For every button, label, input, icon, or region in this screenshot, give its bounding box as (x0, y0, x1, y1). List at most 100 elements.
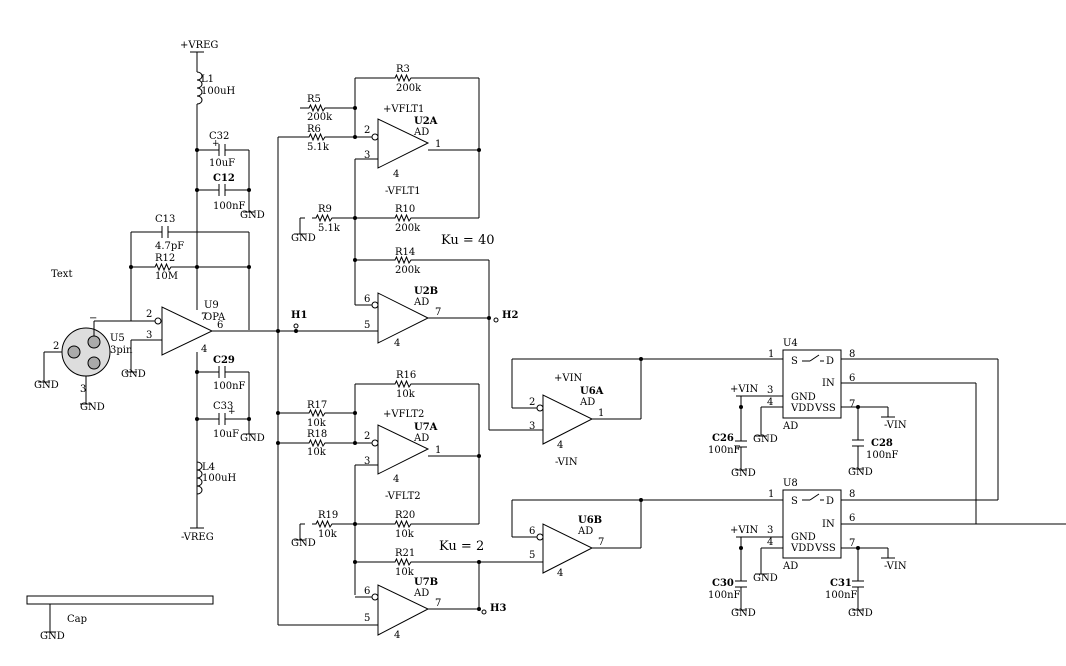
svg-text:7: 7 (598, 537, 604, 548)
R17-ref: R17 (307, 400, 327, 411)
svg-text:VSS: VSS (814, 543, 836, 554)
U2B-value: AD (413, 297, 429, 308)
svg-text:GND: GND (753, 434, 778, 445)
L1-ref: L1 (201, 74, 214, 85)
U6B-ref: U6B (578, 515, 602, 526)
opamp-U2B: 6 5 7 4 U2B AD (296, 286, 489, 349)
svg-text:4: 4 (393, 474, 399, 485)
cap-note: Cap (67, 614, 87, 625)
svg-text:GND: GND (848, 467, 873, 478)
svg-text:GND: GND (753, 573, 778, 584)
svg-text:4: 4 (394, 338, 400, 349)
svg-text:6: 6 (217, 320, 223, 331)
R12-value: 10M (155, 271, 178, 282)
svg-text:IN: IN (822, 519, 835, 530)
R14-ref: R14 (395, 247, 415, 258)
svg-text:7: 7 (201, 312, 207, 323)
svg-text:3: 3 (767, 525, 773, 536)
svg-text:GND: GND (240, 433, 265, 444)
opamp-U6B: 6 5 7 4 U6B AD (529, 515, 641, 579)
C32-value: 10uF (209, 158, 235, 169)
resistor-R19 (311, 520, 337, 528)
U2A-value: AD (413, 127, 429, 138)
U9-ref: U9 (204, 300, 219, 311)
svg-text:3: 3 (364, 456, 370, 467)
svg-text:GND: GND (731, 608, 756, 619)
opamp-U9: 2 3 6 7 4 U9 OPA (131, 300, 296, 356)
R9-value: 5.1k (318, 223, 341, 234)
svg-text:GND: GND (731, 468, 756, 479)
capacitor-C12 (211, 183, 233, 197)
vflt2-pos-label: +VFLT2 (383, 409, 424, 420)
svg-text:IN: IN (822, 378, 835, 389)
opamp-U6A: 2 3 1 4 U6A AD (529, 386, 641, 451)
R3-ref: R3 (396, 64, 410, 75)
resistor-R12 (150, 263, 176, 271)
svg-text:2: 2 (364, 431, 370, 442)
R10-ref: R10 (395, 204, 415, 215)
opamp-U7B: 6 5 7 4 U7B AD (278, 577, 479, 641)
svg-text:1: 1 (768, 489, 774, 500)
C26-ref: C26 (712, 433, 734, 444)
svg-text:GND: GND (291, 538, 316, 549)
capacitor-C28 (851, 432, 865, 454)
R19-value: 10k (318, 529, 338, 540)
svg-text:2: 2 (529, 397, 535, 408)
svg-text:+: + (228, 407, 236, 417)
resistor-R5 (304, 104, 330, 112)
opamp-U7A: 2 3 1 4 U7A AD (355, 422, 479, 485)
capacitor-C13 (154, 225, 176, 239)
svg-text:4: 4 (201, 344, 207, 355)
svg-text:D: D (826, 356, 834, 367)
resistor-R18 (304, 439, 330, 447)
inductor-L1: L1 100uH (196, 71, 236, 105)
svg-text:4: 4 (767, 397, 773, 408)
ku2-label: Ku = 2 (439, 539, 484, 554)
C29-ref: C29 (213, 355, 235, 366)
svg-text:5: 5 (364, 320, 370, 331)
C29-value: 100nF (213, 381, 246, 392)
switch-U8: U8 S D IN GND VDD VSS AD 1 8 6 3 4 7 (767, 478, 855, 572)
svg-text:GND: GND (80, 402, 105, 413)
C32-ref: C32 (209, 131, 229, 142)
C28-value: 100nF (866, 450, 899, 461)
svg-text:+VIN: +VIN (730, 525, 759, 536)
resistor-R10 (390, 214, 416, 222)
R19-ref: R19 (318, 510, 338, 521)
svg-text:GND: GND (34, 380, 59, 391)
svg-text:GND: GND (791, 392, 816, 403)
C33-value: 10uF (213, 429, 239, 440)
svg-text:7: 7 (435, 598, 441, 609)
svg-text:7: 7 (849, 399, 855, 410)
R9-ref: R9 (318, 204, 332, 215)
h1-label: H1 (291, 310, 307, 321)
svg-text:VSS: VSS (814, 403, 836, 414)
svg-text:7: 7 (849, 538, 855, 549)
C12-ref: C12 (213, 173, 235, 184)
U7A-ref: U7A (414, 422, 438, 433)
vin-neg-label-u6a: -VIN (555, 457, 578, 468)
R3-value: 200k (396, 83, 422, 94)
U4-value: AD (782, 421, 798, 432)
svg-text:S: S (791, 356, 798, 367)
R6-value: 5.1k (307, 142, 330, 153)
R20-value: 10k (395, 529, 415, 540)
C31-ref: C31 (830, 578, 852, 589)
resistor-R3 (390, 74, 416, 82)
L4-ref: L4 (202, 462, 215, 473)
C28-ref: C28 (871, 438, 893, 449)
svg-text:1: 1 (598, 408, 604, 419)
svg-text:8: 8 (849, 349, 855, 360)
C33-ref: C33 (213, 401, 233, 412)
U6B-value: AD (577, 526, 593, 537)
resistor-R9 (311, 214, 337, 222)
svg-text:2: 2 (53, 341, 59, 352)
R10-value: 200k (395, 223, 421, 234)
cap-bar (26, 595, 214, 605)
U8-value: AD (782, 561, 798, 572)
vflt2-neg-label: -VFLT2 (385, 491, 421, 502)
L1-value: 100uH (201, 86, 236, 97)
svg-text:8: 8 (849, 489, 855, 500)
C31-value: 100nF (825, 590, 858, 601)
